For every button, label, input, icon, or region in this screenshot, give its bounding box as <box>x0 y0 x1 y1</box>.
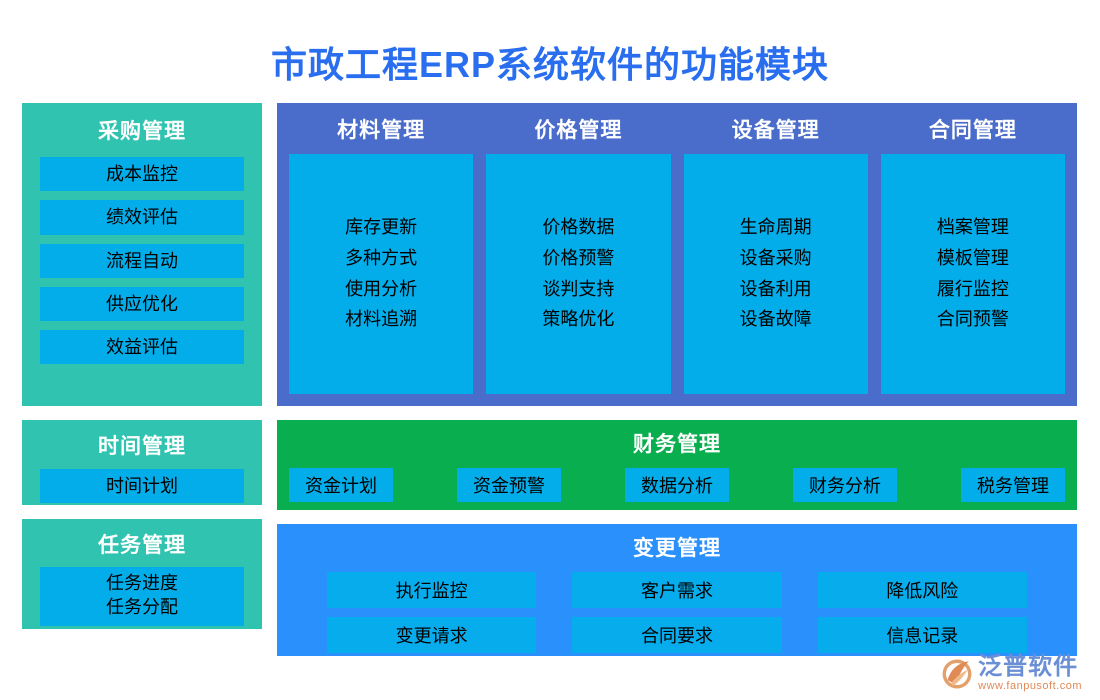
module-item-price-data: 价格数据 <box>542 217 615 238</box>
chip-cost-monitoring[interactable]: 成本监控 <box>40 157 244 192</box>
module-column-equipment: 设备管理 生命周期 设备采购 设备利用 设备故障 <box>683 114 868 394</box>
panel-finance-management: 财务管理 资金计划 资金预警 数据分析 财务分析 税务管理 <box>277 420 1077 510</box>
module-item-life-cycle: 生命周期 <box>739 217 812 238</box>
module-contract-card[interactable]: 档案管理 模板管理 履行监控 合同预警 <box>880 154 1065 394</box>
module-equipment-title: 设备管理 <box>731 119 820 142</box>
module-item-strategy-optimization: 策略优化 <box>542 309 615 330</box>
module-item-equipment-failure: 设备故障 <box>739 309 812 330</box>
chip-fund-warning[interactable]: 资金预警 <box>457 468 561 502</box>
chip-contract-requirements[interactable]: 合同要求 <box>572 617 782 653</box>
chip-benefit-evaluation[interactable]: 效益评估 <box>40 330 244 365</box>
module-item-contract-warning: 合同预警 <box>936 309 1009 330</box>
module-item-performance-monitoring: 履行监控 <box>936 278 1009 299</box>
module-item-price-warning: 价格预警 <box>542 247 615 268</box>
chip-data-analysis[interactable]: 数据分析 <box>625 468 729 502</box>
module-item-multiple-methods: 多种方式 <box>345 247 418 268</box>
chip-fund-plan[interactable]: 资金计划 <box>289 468 393 502</box>
finance-chip-row: 资金计划 资金预警 数据分析 财务分析 税务管理 <box>289 468 1065 502</box>
panel-task-title: 任务管理 <box>98 534 186 557</box>
chip-task-assignment: 任务分配 <box>106 597 178 618</box>
module-contract-title: 合同管理 <box>928 119 1017 142</box>
chip-performance-evaluation[interactable]: 绩效评估 <box>40 200 244 235</box>
chip-task-group[interactable]: 任务进度 任务分配 <box>40 567 244 626</box>
module-item-equipment-utilization: 设备利用 <box>739 278 812 299</box>
chip-execution-monitoring[interactable]: 执行监控 <box>327 572 537 608</box>
logo-url: www.fanpusoft.com <box>978 680 1082 692</box>
panel-change-management: 变更管理 执行监控 客户需求 降低风险 变更请求 合同要求 信息记录 <box>277 524 1077 656</box>
chip-reduce-risk[interactable]: 降低风险 <box>817 572 1027 608</box>
logo-name: 泛普软件 <box>978 653 1079 680</box>
brand-logo: 泛普软件 www.fanpusoft.com <box>940 655 1082 692</box>
module-price-card[interactable]: 价格数据 价格预警 谈判支持 策略优化 <box>486 154 671 394</box>
panel-time-title: 时间管理 <box>98 435 186 458</box>
panel-procurement-title: 采购管理 <box>98 120 186 143</box>
page-title: 市政工程ERP系统软件的功能模块 <box>270 44 830 85</box>
module-column-contract: 合同管理 档案管理 模板管理 履行监控 合同预警 <box>880 114 1065 394</box>
module-item-archive-management: 档案管理 <box>936 217 1009 238</box>
finance-title: 财务管理 <box>633 433 721 456</box>
fanpu-leaf-icon <box>942 659 972 688</box>
module-column-price: 价格管理 价格数据 价格预警 谈判支持 策略优化 <box>486 114 671 394</box>
module-item-inventory-update: 库存更新 <box>345 217 418 238</box>
panel-time-management: 时间管理 时间计划 <box>22 420 262 505</box>
panel-task-management: 任务管理 任务进度 任务分配 <box>22 519 262 629</box>
panel-procurement: 采购管理 成本监控 绩效评估 流程自动 供应优化 效益评估 <box>22 103 262 406</box>
module-equipment-card[interactable]: 生命周期 设备采购 设备利用 设备故障 <box>683 154 868 394</box>
module-material-title: 材料管理 <box>337 119 426 142</box>
module-item-negotiation-support: 谈判支持 <box>542 278 615 299</box>
chip-supply-optimization[interactable]: 供应优化 <box>40 286 244 322</box>
right-column: 材料管理 库存更新 多种方式 使用分析 材料追溯 价格管理 价格数据 价格预警 … <box>277 103 1077 656</box>
logo-text-block: 泛普软件 www.fanpusoft.com <box>978 655 1082 692</box>
module-item-material-traceability: 材料追溯 <box>345 309 418 330</box>
chip-task-progress: 任务进度 <box>106 573 178 593</box>
chip-process-automation[interactable]: 流程自动 <box>40 243 244 278</box>
change-title: 变更管理 <box>633 537 721 560</box>
change-chip-grid: 执行监控 客户需求 降低风险 变更请求 合同要求 信息记录 <box>289 572 1065 653</box>
module-column-material: 材料管理 库存更新 多种方式 使用分析 材料追溯 <box>289 114 474 394</box>
module-item-equipment-procurement: 设备采购 <box>739 247 812 268</box>
modules-panel: 材料管理 库存更新 多种方式 使用分析 材料追溯 价格管理 价格数据 价格预警 … <box>277 103 1077 406</box>
chip-change-request[interactable]: 变更请求 <box>327 617 537 653</box>
left-column: 采购管理 成本监控 绩效评估 流程自动 供应优化 效益评估 时间管理 时间计划 … <box>22 103 262 629</box>
module-item-template-management: 模板管理 <box>936 247 1009 268</box>
chip-information-record[interactable]: 信息记录 <box>817 617 1027 653</box>
chip-financial-analysis[interactable]: 财务分析 <box>793 468 897 502</box>
module-item-usage-analysis: 使用分析 <box>345 278 418 299</box>
module-price-title: 价格管理 <box>534 119 623 142</box>
chip-customer-requirements[interactable]: 客户需求 <box>572 572 782 608</box>
chip-tax-management[interactable]: 税务管理 <box>961 468 1065 502</box>
module-material-card[interactable]: 库存更新 多种方式 使用分析 材料追溯 <box>289 154 474 394</box>
chip-time-plan[interactable]: 时间计划 <box>40 469 244 504</box>
